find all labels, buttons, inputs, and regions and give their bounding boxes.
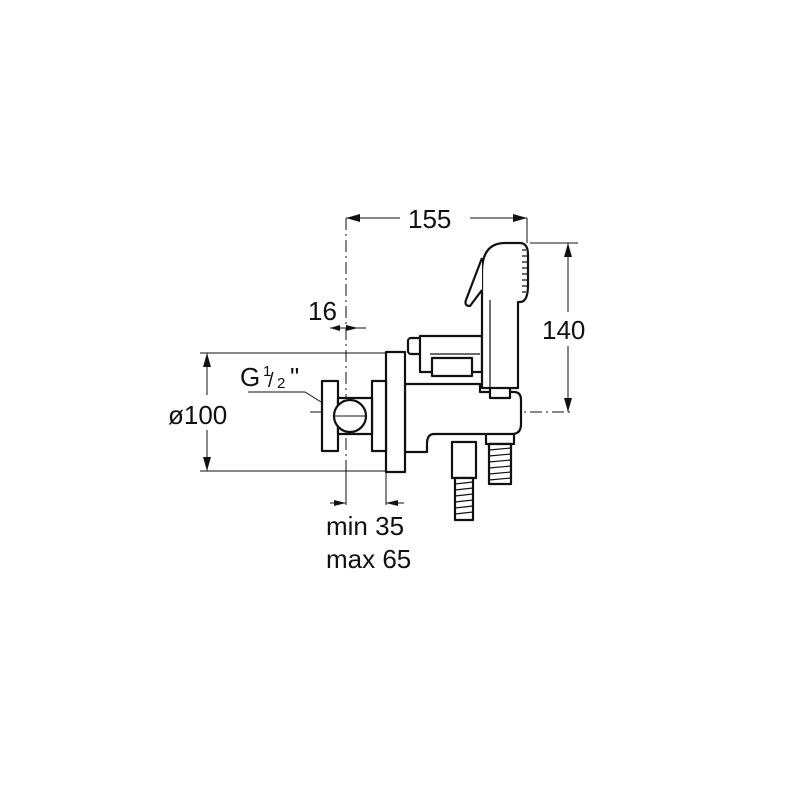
thread-callout: G 1 / 2 " [240, 362, 335, 411]
dimension-140: 140 [542, 243, 585, 412]
thread-fraction-denominator: 2 [277, 375, 285, 392]
dimension-wall-depth: min 35 max 65 [326, 470, 411, 574]
dimension-140-label: 140 [542, 315, 585, 345]
thread-label: G [240, 362, 260, 392]
center-lines [310, 218, 572, 505]
dimension-155: 155 [346, 204, 527, 234]
wall-depth-min-label: min 35 [326, 511, 404, 541]
dimension-16-label: 16 [308, 296, 337, 326]
dimension-155-label: 155 [408, 204, 451, 234]
dimension-diameter-label: ø100 [168, 400, 227, 430]
thread-inch-mark: " [290, 362, 299, 392]
thread-fraction-numerator: 1 [263, 363, 271, 380]
wall-depth-max-label: max 65 [326, 544, 411, 574]
supply-hose [450, 440, 478, 522]
inlet-fitting [320, 379, 388, 453]
hand-shower [464, 241, 530, 390]
extension-lines [200, 218, 578, 505]
lever-handle [406, 334, 484, 378]
wall-flange [384, 350, 407, 474]
thread-fraction-slash: / [268, 370, 274, 392]
shower-hose [484, 428, 516, 486]
dimension-diameter: ø100 [168, 353, 227, 471]
valve-body [403, 380, 523, 454]
dimension-16: 16 [308, 296, 366, 331]
